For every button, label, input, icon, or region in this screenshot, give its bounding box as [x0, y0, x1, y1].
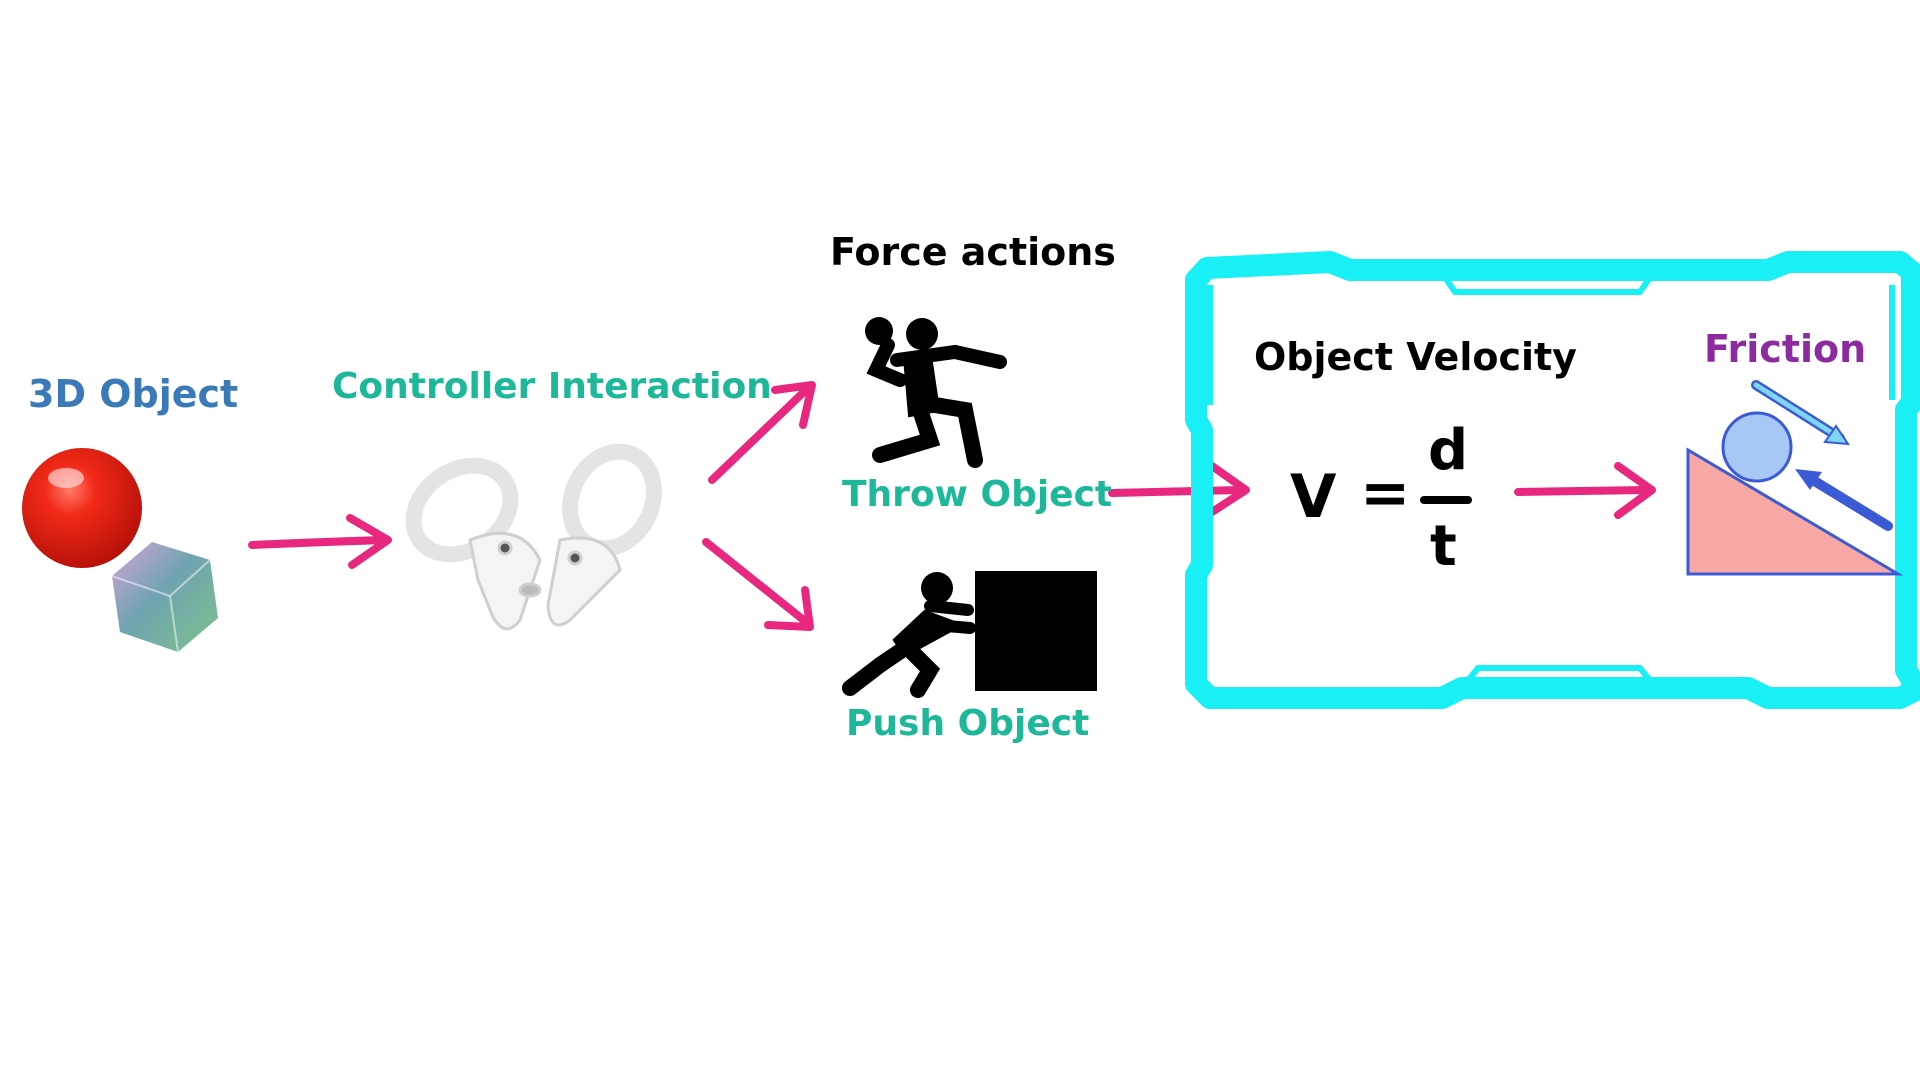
formula-numerator: d [1428, 418, 1469, 483]
formula-denominator: t [1430, 514, 1457, 579]
thrower-icon [865, 317, 1007, 468]
arrowhead-4 [1208, 462, 1250, 516]
label-force-actions: Force actions [830, 230, 1116, 274]
label-object-velocity: Object Velocity [1254, 335, 1577, 379]
formula-equals: = [1360, 458, 1411, 528]
red-sphere-icon [22, 448, 142, 568]
friction-force-arrow-icon [1795, 469, 1893, 531]
ramp-icon [1686, 380, 1904, 576]
arrow-object-to-controller [248, 536, 388, 549]
formula-v: V [1290, 462, 1337, 532]
velocity-frame [1185, 251, 1920, 709]
black-box-icon [975, 571, 1097, 691]
arrow-controller-to-throw [708, 384, 812, 484]
vr-controllers-icon [405, 443, 662, 631]
ball-icon [1721, 411, 1793, 483]
label-controller-interaction: Controller Interaction [332, 366, 772, 407]
label-3d-object: 3D Object [28, 372, 239, 416]
formula-fraction-bar [1420, 496, 1472, 504]
label-push-object: Push Object [846, 703, 1090, 744]
arrowhead-2 [771, 381, 816, 429]
arrow-velocity-to-friction [1514, 486, 1650, 496]
pusher-icon [842, 572, 976, 698]
arrow-throw-to-velocity [1108, 486, 1244, 497]
label-throw-object: Throw Object [842, 474, 1113, 515]
motion-arrow-icon [1751, 380, 1850, 446]
arrowhead-3 [764, 586, 814, 631]
arrowhead-5 [1614, 462, 1656, 519]
arrow-controller-to-push [702, 538, 810, 626]
cube-icon [111, 542, 218, 653]
flow-arrows [248, 381, 1656, 631]
label-friction: Friction [1704, 327, 1867, 371]
arrowhead-1 [346, 514, 392, 569]
